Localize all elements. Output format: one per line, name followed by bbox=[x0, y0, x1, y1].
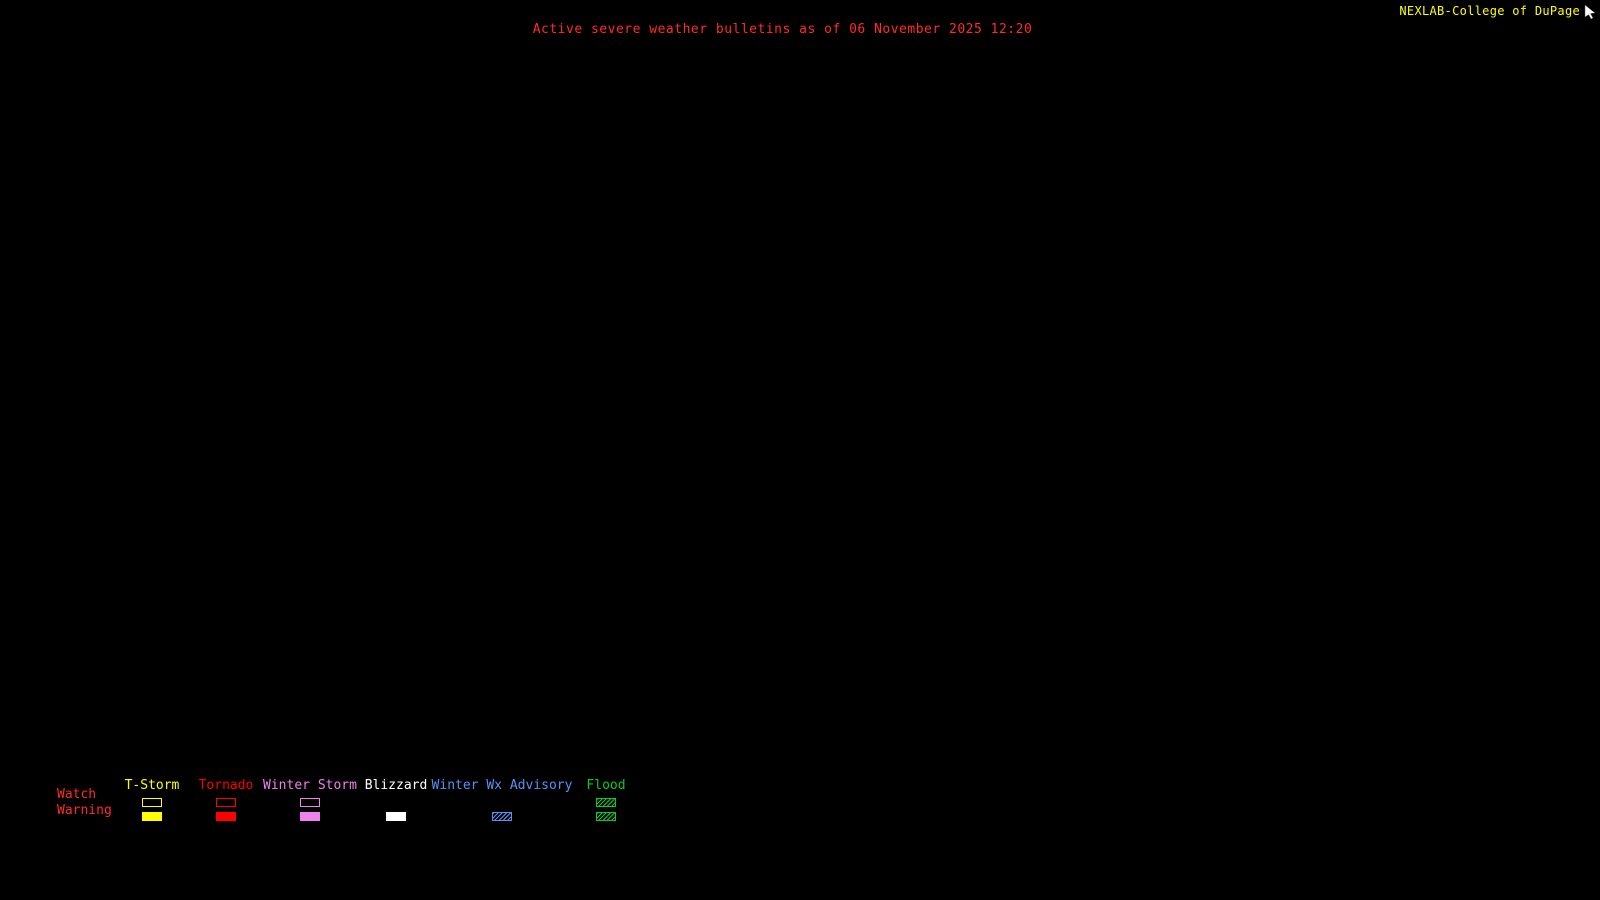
legend-swatch-winter-wx-advisory-warning bbox=[492, 812, 512, 821]
legend-label-flood: Flood bbox=[586, 778, 626, 793]
legend-col-blizzard: Blizzard bbox=[360, 778, 432, 821]
legend-swatch-flood-watch bbox=[596, 798, 616, 807]
legend-swatch-blizzard-warning bbox=[386, 812, 406, 821]
legend-label-tstorm: T-Storm bbox=[124, 778, 180, 793]
brand-label: NEXLAB-College of DuPage bbox=[1399, 4, 1580, 18]
brand: NEXLAB-College of DuPage bbox=[1399, 4, 1596, 20]
legend-col-tstorm: T-Storm bbox=[118, 778, 186, 821]
legend: Watch Warning T-Storm Tornado Winter Sto… bbox=[0, 770, 720, 830]
legend-swatch-tornado-watch bbox=[216, 798, 236, 807]
legend-swatch-flood-warning bbox=[596, 812, 616, 821]
bulletin-title: Active severe weather bulletins as of 06… bbox=[532, 22, 1033, 37]
legend-swatch-winter-storm-warning bbox=[300, 812, 320, 821]
legend-row-watch-label: Watch bbox=[57, 787, 97, 802]
legend-swatch-tstorm-warning bbox=[142, 812, 162, 821]
legend-swatch-tornado-warning bbox=[216, 812, 236, 821]
legend-col-winter-storm: Winter Storm bbox=[260, 778, 360, 821]
legend-col-winter-wx-advisory: Winter Wx Advisory bbox=[427, 778, 577, 821]
legend-swatch-winter-storm-watch bbox=[300, 798, 320, 807]
legend-swatch-tstorm-watch bbox=[142, 798, 162, 807]
legend-label-winter-wx-advisory: Winter Wx Advisory bbox=[431, 778, 573, 793]
legend-col-flood: Flood bbox=[576, 778, 636, 821]
legend-row-warning-label: Warning bbox=[57, 803, 112, 818]
legend-label-blizzard: Blizzard bbox=[364, 778, 428, 793]
cursor-icon bbox=[1584, 4, 1596, 20]
legend-label-tornado: Tornado bbox=[198, 778, 254, 793]
legend-col-tornado: Tornado bbox=[192, 778, 260, 821]
legend-label-winter-storm: Winter Storm bbox=[263, 778, 357, 793]
